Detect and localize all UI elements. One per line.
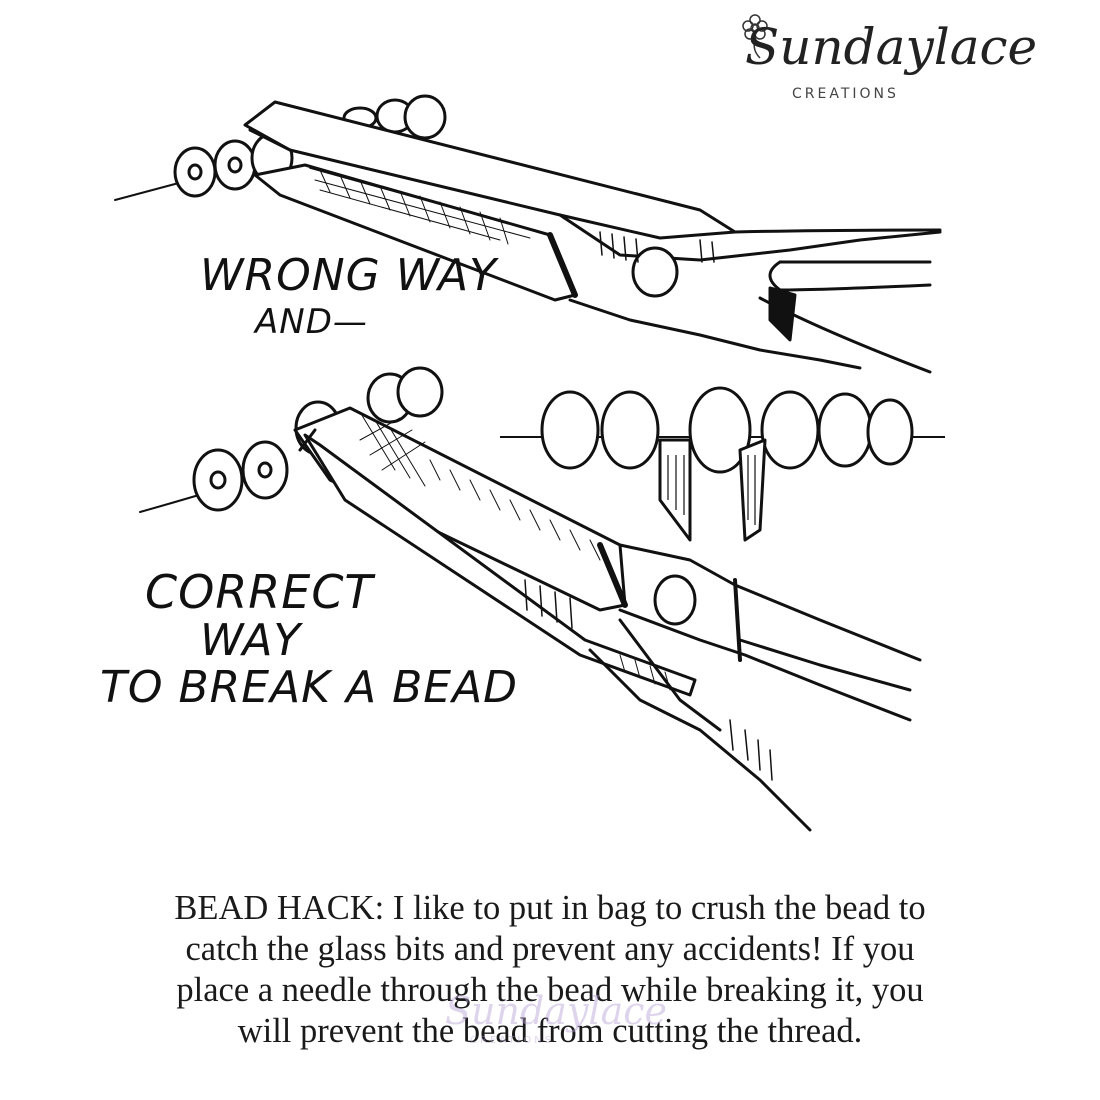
flower-icon: [742, 14, 768, 59]
caption-line-1: BEAD HACK: I like to put in bag to crush…: [174, 889, 926, 927]
bead-hack-caption: BEAD HACK: I like to put in bag to crush…: [40, 888, 1060, 1052]
wrong-way-label-2: AND—: [253, 302, 368, 342]
brand-logo: Sundaylace CREATIONS: [735, 8, 1055, 108]
brand-subtitle: CREATIONS: [792, 86, 899, 102]
correct-way-drawing: [139, 366, 922, 832]
caption-line-4: will prevent the bead from cutting the t…: [237, 1012, 863, 1050]
caption-line-2: catch the glass bits and prevent any acc…: [185, 930, 915, 968]
correct-way-label-3: TO BREAK A BEAD: [100, 662, 518, 713]
wrong-way-label-1: WRONG WAY: [200, 250, 499, 301]
caption-line-3: place a needle through the bead while br…: [176, 971, 924, 1009]
wrong-way-drawing: [114, 94, 942, 374]
correct-way-label-1: CORRECT: [145, 565, 376, 619]
correct-way-label-2: WAY: [200, 615, 303, 666]
brand-name: Sundaylace: [745, 18, 1038, 76]
bead-string-drawing: [500, 386, 945, 542]
